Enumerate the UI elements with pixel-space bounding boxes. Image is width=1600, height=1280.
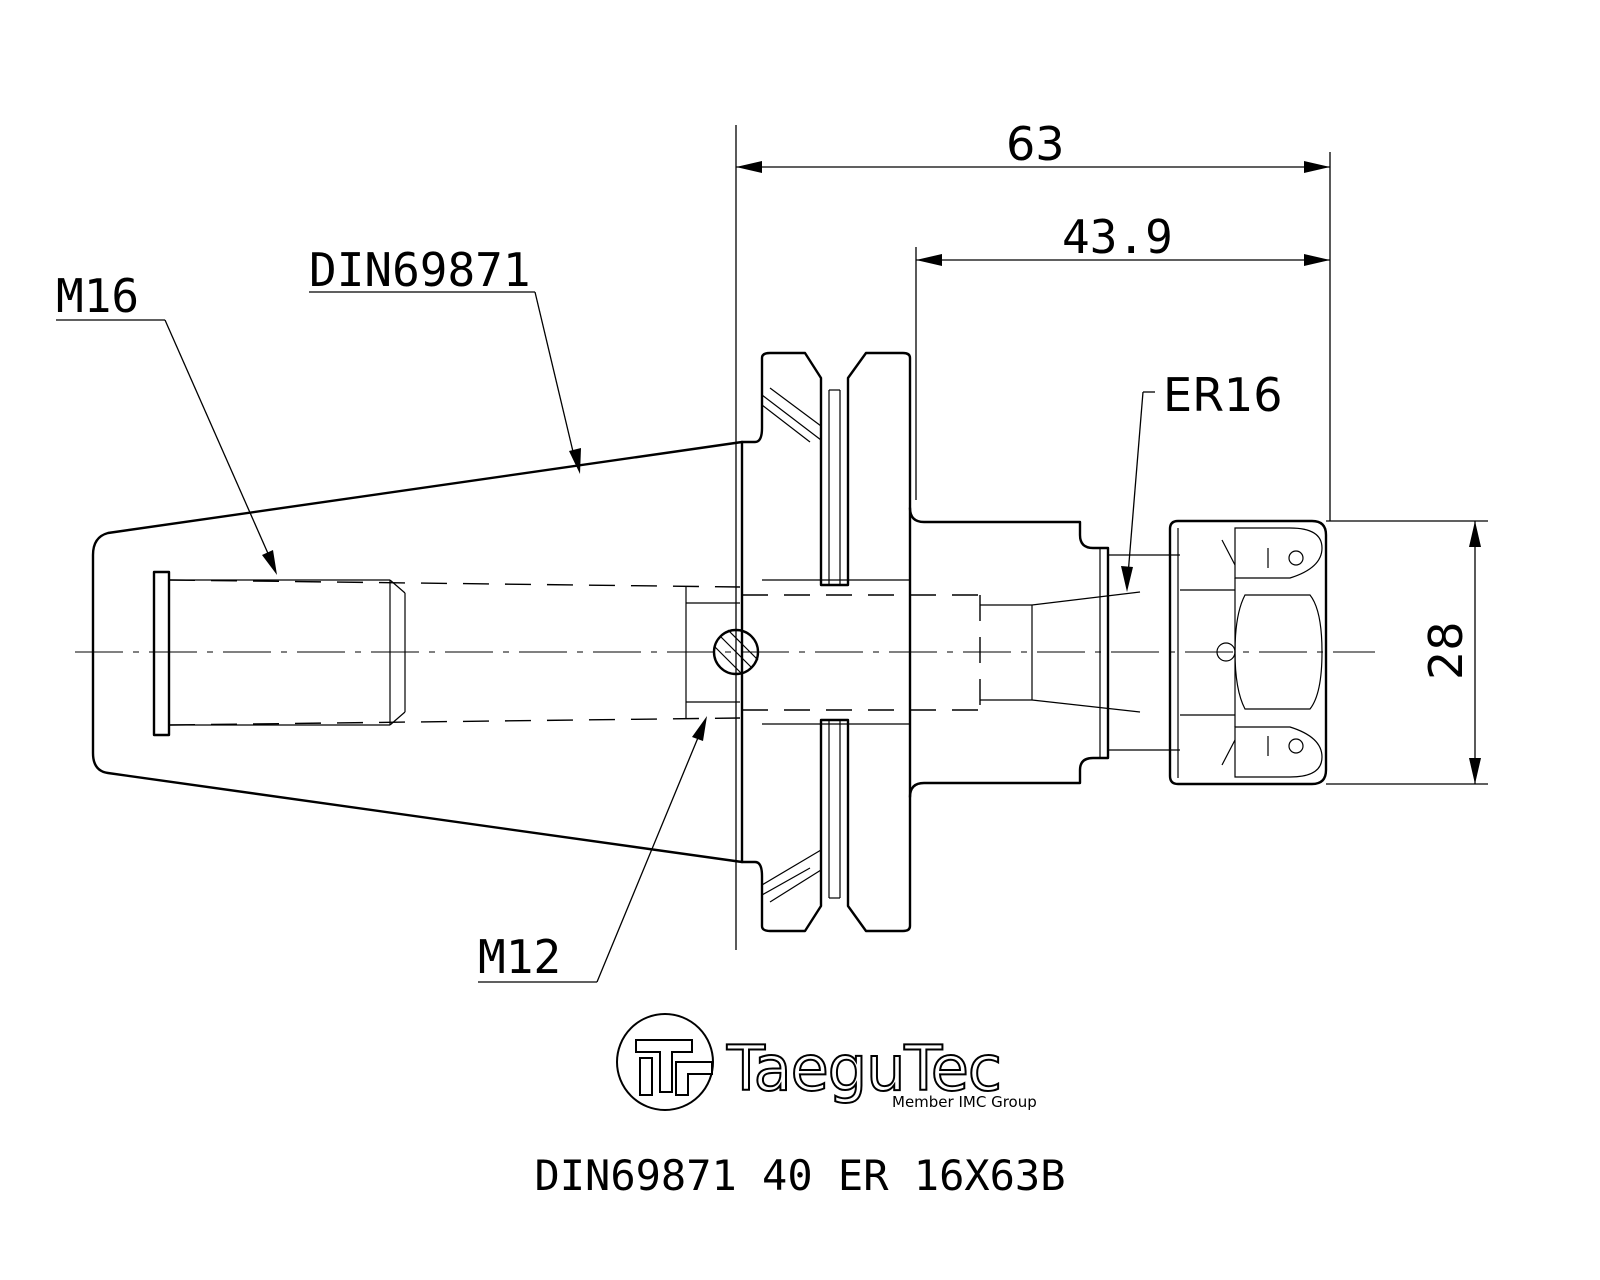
leader-m12: M12: [478, 716, 707, 984]
leader-er16: ER16: [1121, 368, 1283, 592]
flange: [740, 351, 912, 933]
leader-din69871: DIN69871: [309, 243, 581, 474]
central-bore: [742, 594, 981, 711]
dimension-43-9: 43.9: [915, 210, 1330, 500]
thread-small-label: M12: [478, 930, 561, 984]
dimension-63: 63: [736, 117, 1331, 521]
dim-nut-diameter-label: 28: [1419, 621, 1473, 680]
taegutec-emblem-icon: [616, 1013, 714, 1111]
dim-head-length-label: 43.9: [1062, 210, 1173, 264]
dimension-28: 28: [1326, 520, 1488, 785]
logo-brand-text: TaeguTec: [726, 1032, 1001, 1105]
collet-type-label: ER16: [1163, 368, 1283, 422]
taper-shank: [91, 440, 760, 864]
leader-m16: M16: [56, 269, 277, 575]
collet-nut: [1168, 519, 1328, 786]
logo-tagline-text: Member IMC Group: [892, 1093, 1037, 1111]
dim-total-length-label: 63: [1006, 117, 1065, 171]
drawing-title: DIN69871 40 ER 16X63B: [534, 1151, 1065, 1200]
collet-body: [908, 506, 1180, 799]
taegutec-logo: TaeguTec Member IMC Group: [616, 1013, 1037, 1111]
din-standard-label: DIN69871: [309, 243, 531, 297]
thread-large-label: M16: [56, 269, 139, 323]
